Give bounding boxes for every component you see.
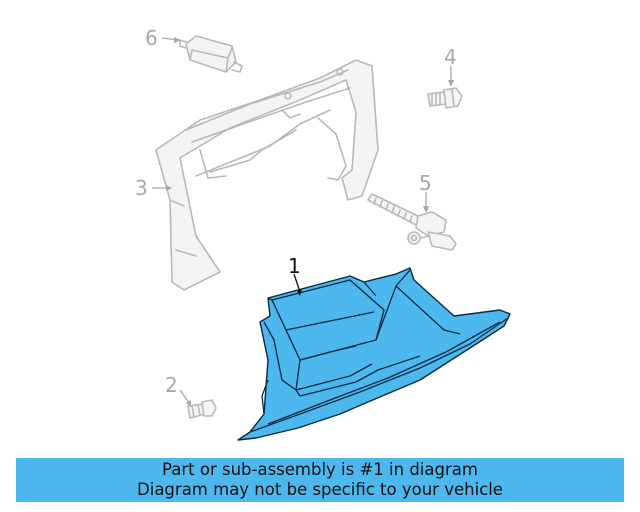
callout-1-label: 1 — [288, 254, 301, 278]
info-banner: Part or sub-assembly is #1 in diagram Di… — [16, 458, 624, 502]
callout-5-label: 5 — [419, 171, 432, 195]
part-3-instrument-panel-frame — [155, 59, 379, 291]
part-1-glove-box[interactable] — [237, 267, 511, 441]
part-6-switch-module — [179, 35, 243, 73]
banner-disclaimer: Diagram may not be specific to your vehi… — [137, 480, 503, 499]
part-2-screw — [187, 399, 217, 419]
callout-6-label: 6 — [145, 26, 158, 50]
callout-4-label: 4 — [444, 45, 457, 69]
part-4-bolt — [427, 87, 463, 109]
callout-leaders — [152, 37, 454, 407]
banner-part-note: Part or sub-assembly is #1 in diagram — [162, 460, 478, 479]
part-5-damper — [367, 193, 457, 251]
callout-3-label: 3 — [135, 176, 148, 200]
callout-2-label: 2 — [165, 373, 178, 397]
